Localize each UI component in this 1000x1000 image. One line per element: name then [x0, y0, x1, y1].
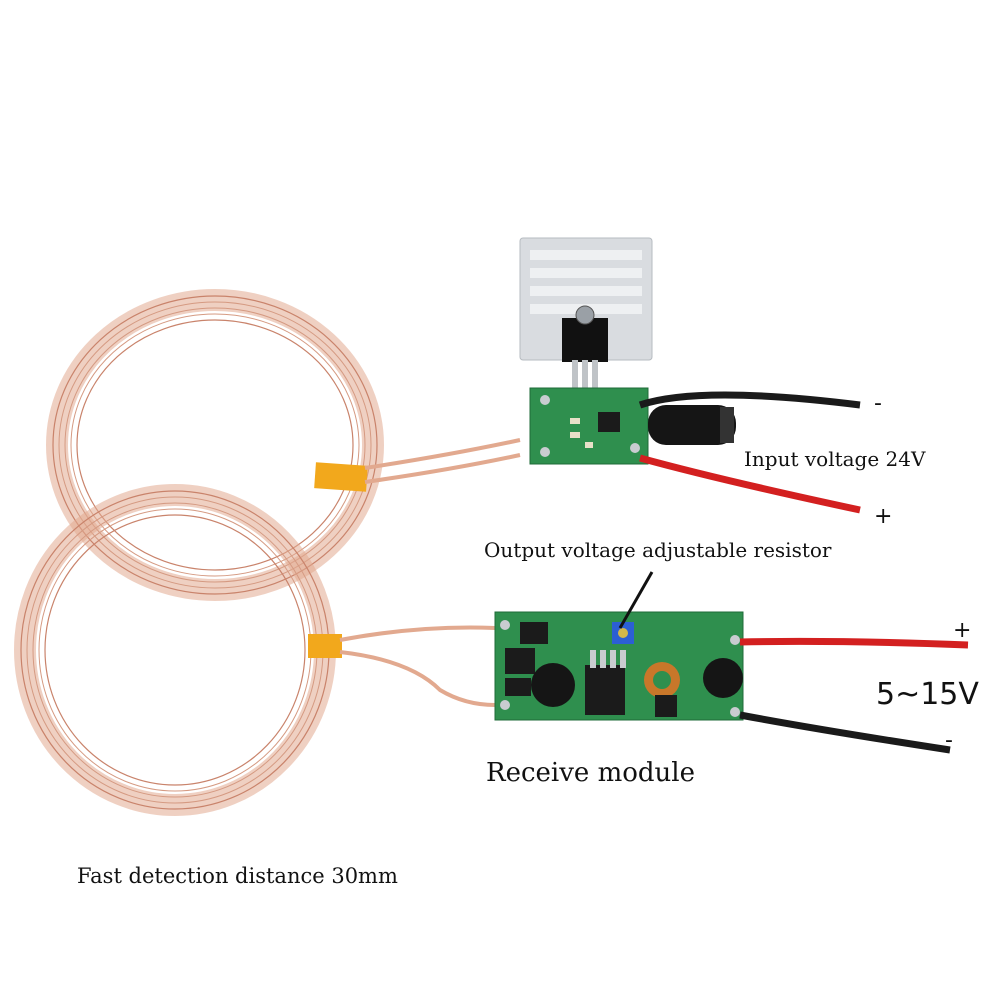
transmit-wire-black — [638, 391, 861, 409]
detection-distance-label: Fast detection distance 30mm — [77, 864, 398, 888]
output-resistor-label: Output voltage adjustable resistor — [484, 538, 832, 562]
receive-coil-tape — [308, 634, 342, 658]
receive-wire-red — [739, 637, 969, 649]
input-voltage-label: Input voltage 24V — [744, 447, 926, 471]
resistor-pointer-line — [618, 571, 654, 629]
receive-coil — [14, 484, 336, 816]
transmit-wire-red — [639, 454, 861, 514]
receive-minus-sign: - — [945, 728, 953, 753]
output-range-label: 5~15V — [876, 677, 979, 712]
transmit-capacitor — [648, 405, 736, 445]
transmit-plus-sign: + — [874, 504, 893, 529]
transmit-coil — [46, 289, 384, 601]
coil-leads — [339, 438, 521, 707]
transmit-coil-tape — [314, 462, 368, 492]
transmit-pcb — [529, 387, 649, 465]
transmit-minus-sign: - — [874, 391, 882, 416]
receive-pcb — [494, 611, 744, 721]
receive-wire-black — [739, 711, 951, 754]
receive-plus-sign: + — [953, 618, 972, 643]
transmit-heatsink — [519, 237, 653, 390]
receive-module-label: Receive module — [486, 758, 695, 788]
